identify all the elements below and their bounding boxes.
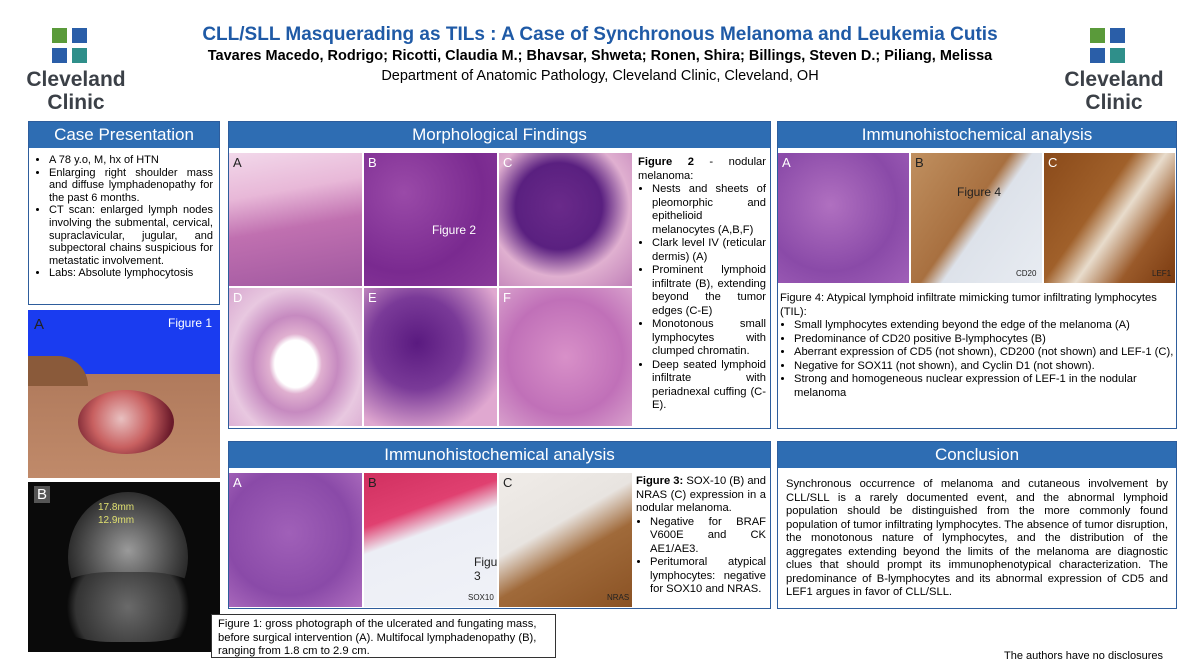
case-presentation-header: Case Presentation bbox=[29, 122, 219, 148]
list-item: Prominent lymphoid infiltrate (B), exten… bbox=[652, 264, 766, 318]
list-item: Strong and homogeneous nuclear expressio… bbox=[794, 373, 1174, 400]
ihc-bottom-list: Negative for BRAF V600E and CK AE1/AE3. … bbox=[636, 516, 766, 597]
list-item: Negative for BRAF V600E and CK AE1/AE3. bbox=[650, 516, 766, 557]
stain-label: LEF1 bbox=[1152, 269, 1172, 278]
case-presentation-list: A 78 y.o, M, hx of HTN Enlarging right s… bbox=[35, 154, 213, 280]
list-item: Deep seated lymphoid infiltrate with per… bbox=[652, 359, 766, 413]
ct-measurement: 12.9mm bbox=[98, 515, 135, 526]
panel-label: D bbox=[233, 290, 243, 305]
list-item: Clark level IV (reticular dermis) (A) bbox=[652, 237, 766, 264]
figure-1a-gross-photo: A Figure 1 bbox=[28, 310, 220, 478]
ihc-analysis-bottom-header: Immunohistochemical analysis bbox=[229, 442, 770, 468]
morphological-findings-header: Morphological Findings bbox=[229, 122, 770, 148]
panel-label: A bbox=[233, 475, 242, 490]
cleveland-clinic-mark-icon bbox=[1090, 28, 1126, 64]
figure-2d-panel: D bbox=[229, 288, 362, 426]
figure-2c-panel: C bbox=[499, 153, 632, 286]
case-presentation-section: Case Presentation A 78 y.o, M, hx of HTN… bbox=[28, 121, 220, 305]
list-item: Peritumoral atypical lymphocytes: negati… bbox=[650, 556, 766, 597]
list-item: CT scan: enlarged lymph nodes involving … bbox=[49, 204, 213, 267]
figure-2a-panel: A bbox=[229, 153, 362, 286]
list-item: Small lymphocytes extending beyond the e… bbox=[794, 319, 1174, 333]
panel-label: F bbox=[503, 290, 511, 305]
list-item: Labs: Absolute lymphocytosis bbox=[49, 267, 213, 280]
tumor-mass bbox=[78, 390, 174, 454]
figure-1b-ct-scan: B 17.8mm 12.9mm bbox=[28, 482, 220, 652]
conclusion-section: Conclusion Synchronous occurrence of mel… bbox=[777, 441, 1177, 609]
figure-label: Figure 4 bbox=[957, 185, 1002, 199]
morphology-list: Nests and sheets of pleomorphic and epit… bbox=[638, 183, 766, 413]
caption-rest: SOX-10 (B) and NRAS (C) expression in a … bbox=[636, 475, 766, 514]
cleveland-clinic-mark-icon bbox=[52, 28, 88, 64]
panel-label: B bbox=[368, 475, 377, 490]
poster-department: Department of Anatomic Pathology, Clevel… bbox=[381, 68, 819, 84]
panel-label: C bbox=[1048, 155, 1058, 170]
figure-3b-panel: B Figure 3 SOX10 bbox=[364, 473, 497, 607]
list-item: A 78 y.o, M, hx of HTN bbox=[49, 154, 213, 167]
figure-1-caption: Figure 1: gross photograph of the ulcera… bbox=[211, 614, 556, 658]
list-item: Monotonous small lymphocytes with clumpe… bbox=[652, 318, 766, 359]
ct-measurement: 17.8mm bbox=[98, 502, 135, 513]
panel-label: B bbox=[368, 155, 377, 170]
figure-2f-panel: F bbox=[499, 288, 632, 426]
panel-label: A bbox=[233, 155, 242, 170]
disclosure-note: The authors have no disclosures bbox=[1004, 650, 1163, 662]
panel-label: B bbox=[915, 155, 924, 170]
figure-2e-panel: E bbox=[364, 288, 497, 426]
figure-4b-panel: B Figure 4 CD20 bbox=[911, 153, 1042, 283]
figure-label: Figure 3 bbox=[474, 555, 497, 583]
list-item: Predominance of CD20 positive B-lymphocy… bbox=[794, 333, 1174, 347]
caption-rest: - nodular melanoma: bbox=[638, 156, 766, 182]
poster-title: CLL/SLL Masquerading as TILs : A Case of… bbox=[202, 24, 998, 45]
caption-text: Figure 4: Atypical lymphoid infiltrate m… bbox=[780, 292, 1157, 318]
list-item: Nests and sheets of pleomorphic and epit… bbox=[652, 183, 766, 237]
list-item: Negative for SOX11 (not shown), and Cycl… bbox=[794, 360, 1174, 374]
conclusion-header: Conclusion bbox=[778, 442, 1176, 468]
figure-4-caption: Figure 4: Atypical lymphoid infiltrate m… bbox=[780, 292, 1174, 400]
caption-lead: Figure 3: bbox=[636, 475, 684, 487]
panel-label: C bbox=[503, 155, 513, 170]
conclusion-text: Synchronous occurrence of melanoma and c… bbox=[786, 478, 1168, 598]
panel-label: A bbox=[34, 316, 45, 333]
panel-label: C bbox=[503, 475, 513, 490]
figure-label: Figure 1 bbox=[168, 316, 213, 330]
figure-2-caption: Figure 2 - nodular melanoma: Nests and s… bbox=[638, 156, 766, 413]
panel-label: B bbox=[34, 486, 51, 503]
figure-3a-panel: A bbox=[229, 473, 362, 607]
ihc-top-list: Small lymphocytes extending beyond the e… bbox=[780, 319, 1174, 400]
figure-4a-panel: A bbox=[778, 153, 909, 283]
poster-authors: Tavares Macedo, Rodrigo; Ricotti, Claudi… bbox=[207, 48, 993, 64]
figure-4c-panel: C LEF1 bbox=[1044, 153, 1175, 283]
panel-label: A bbox=[782, 155, 791, 170]
figure-2b-panel: B Figure 2 bbox=[364, 153, 497, 286]
list-item: Aberrant expression of CD5 (not shown), … bbox=[794, 346, 1174, 360]
ihc-analysis-top-header: Immunohistochemical analysis bbox=[778, 122, 1176, 148]
stain-label: CD20 bbox=[1016, 269, 1037, 278]
figure-3c-panel: C NRAS bbox=[499, 473, 632, 607]
list-item: Enlarging right shoulder mass and diffus… bbox=[49, 167, 213, 205]
figure-3-caption: Figure 3: SOX-10 (B) and NRAS (C) expres… bbox=[636, 475, 766, 597]
figure-label: Figure 2 bbox=[432, 223, 477, 237]
caption-lead: Figure 2 bbox=[638, 156, 694, 168]
stain-label: SOX10 bbox=[468, 593, 494, 602]
panel-label: E bbox=[368, 290, 377, 305]
stain-label: NRAS bbox=[607, 593, 630, 602]
